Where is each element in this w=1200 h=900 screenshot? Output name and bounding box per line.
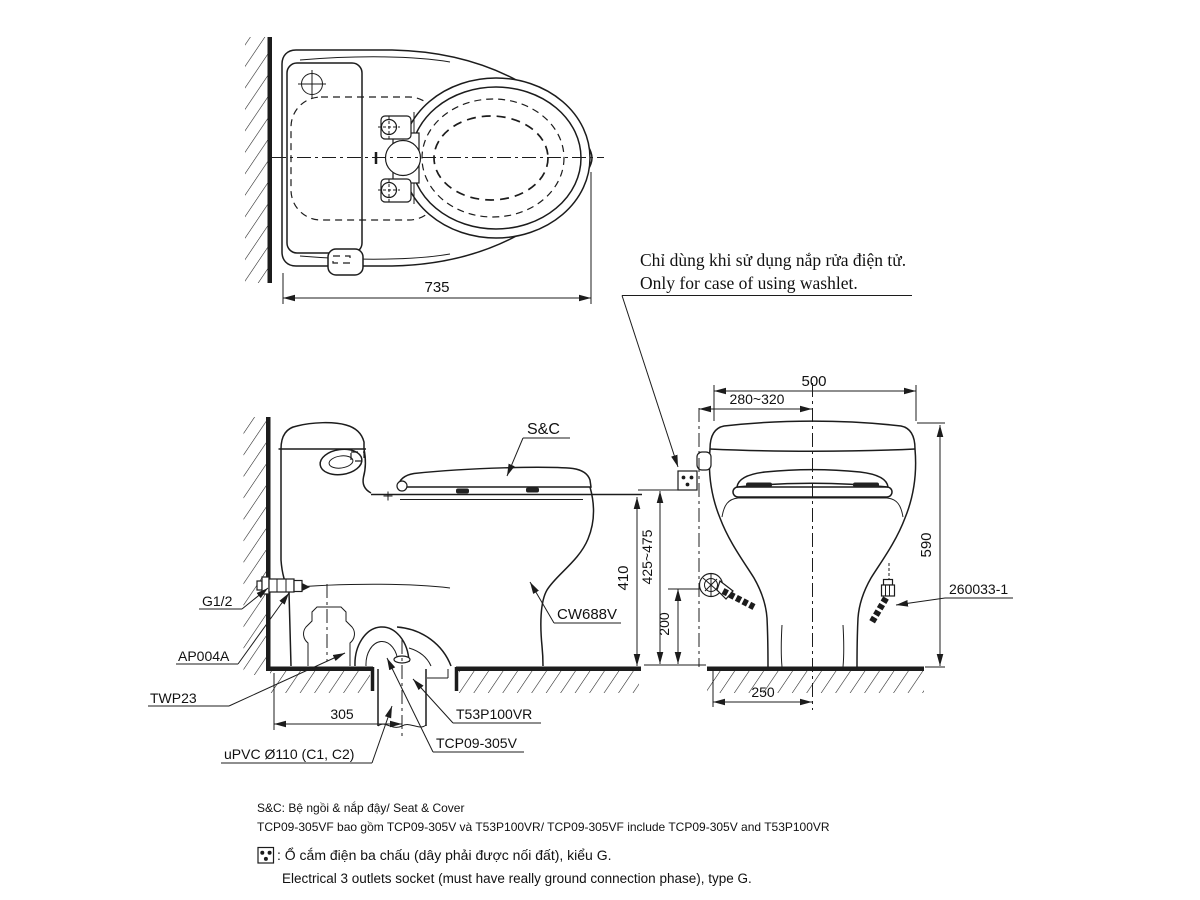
footer-seat-cover-note: S&C: Bệ ngồi & nắp đậy/ Seat & Cover <box>257 800 464 815</box>
side-view: 410 305 S&C CW688V G1/2 AP004A TWP23 uPV… <box>148 417 642 764</box>
label-flange: T53P100VR <box>456 706 532 722</box>
wall-line <box>266 417 271 667</box>
label-supply: G1/2 <box>202 593 233 609</box>
flush-lever-front <box>696 451 712 471</box>
washlet-note: Chỉ dùng khi sử dụng nắp rửa điện tử. On… <box>621 250 912 468</box>
stop-valve-front <box>698 572 756 610</box>
washlet-hidden-outline <box>290 96 440 221</box>
stop-valve-side <box>256 576 310 595</box>
wall-hatch <box>245 37 268 283</box>
top-view: 735 <box>245 37 604 304</box>
seat-bumper <box>456 488 469 494</box>
footer-package-note: TCP09-305VF bao gồm TCP09-305V và T53P10… <box>257 820 830 834</box>
dim-590-group: 590 <box>917 422 945 668</box>
hinge-cap <box>853 482 879 487</box>
note-english: Only for case of using washlet. <box>640 273 858 293</box>
floor-hatch-left <box>270 671 370 693</box>
dim-305: 305 <box>330 706 354 722</box>
floor-hatch-right <box>459 671 639 693</box>
supply-hose <box>721 588 756 610</box>
label-hose-group: 260033-1 <box>895 581 1013 607</box>
dim-410-group: 410 <box>615 497 641 666</box>
dim-200-group: 200 <box>656 588 699 664</box>
power-socket-dots <box>260 850 272 861</box>
footer-socket-note-vi: : Ổ cắm điện ba chấu (dây phải được nối … <box>277 846 612 863</box>
dim-500: 500 <box>801 373 826 390</box>
floor-line-left <box>266 666 373 671</box>
wall-line <box>267 37 272 283</box>
seat-cover-side <box>397 466 592 488</box>
dim-735-group: 735 <box>282 172 592 304</box>
wall-hatch <box>243 417 266 675</box>
power-socket-dots <box>681 475 694 487</box>
dim-590: 590 <box>918 532 935 557</box>
washlet-hose <box>869 596 889 624</box>
inner-rim-bottom <box>299 253 451 260</box>
dim-425-475-group: 425~475 <box>639 491 706 666</box>
side-view-labels: S&C CW688V G1/2 AP004A TWP23 uPVC Ø110 (… <box>148 421 621 764</box>
floor-line <box>707 666 924 671</box>
dim-305-group: 305 <box>273 673 402 730</box>
power-socket-icon <box>677 470 698 491</box>
dim-425-475: 425~475 <box>639 529 655 584</box>
drain-pipe <box>377 669 449 728</box>
hinge-cap <box>746 482 772 487</box>
note-leader <box>621 295 679 468</box>
note-vietnamese: Chỉ dùng khi sử dụng nắp rửa điện tử. <box>640 250 906 270</box>
washlet-hose-fitting <box>869 563 896 624</box>
toilet-side-profile <box>278 421 642 667</box>
dim-280-320-group: 280~320 <box>699 391 812 413</box>
footer-socket-note-en: Electrical 3 outlets socket (must have r… <box>282 871 752 886</box>
dim-500-group: 500 <box>713 373 917 421</box>
dim-250-group: 250 <box>712 671 812 707</box>
front-view: 500 280~320 590 425~475 200 250 26 <box>638 373 1013 710</box>
flush-handle <box>319 448 363 476</box>
floor-hatch <box>707 671 924 693</box>
label-seat-cover: S&C <box>527 421 560 438</box>
inner-rim-top <box>299 56 451 63</box>
label-trap: TWP23 <box>150 690 197 706</box>
floor-line-right <box>456 666 641 671</box>
bolt-crosshair <box>298 70 326 98</box>
seat-hinge <box>396 480 408 492</box>
label-bowl-model: CW688V <box>557 606 617 623</box>
dim-410: 410 <box>615 565 632 590</box>
seat-bumper <box>526 487 539 493</box>
label-stop-valve: AP004A <box>178 648 230 664</box>
dim-280-320: 280~320 <box>730 391 785 407</box>
dim-735: 735 <box>424 279 449 296</box>
label-hose: 260033-1 <box>949 581 1008 597</box>
label-connector: TCP09-305V <box>436 735 518 751</box>
toilet-front-profile <box>696 420 917 668</box>
dim-250: 250 <box>751 684 775 700</box>
footer-notes: S&C: Bệ ngồi & nắp đậy/ Seat & Cover TCP… <box>257 800 830 886</box>
dim-200: 200 <box>656 612 672 636</box>
label-drain-pipe: uPVC Ø110 (C1, C2) <box>224 746 354 762</box>
